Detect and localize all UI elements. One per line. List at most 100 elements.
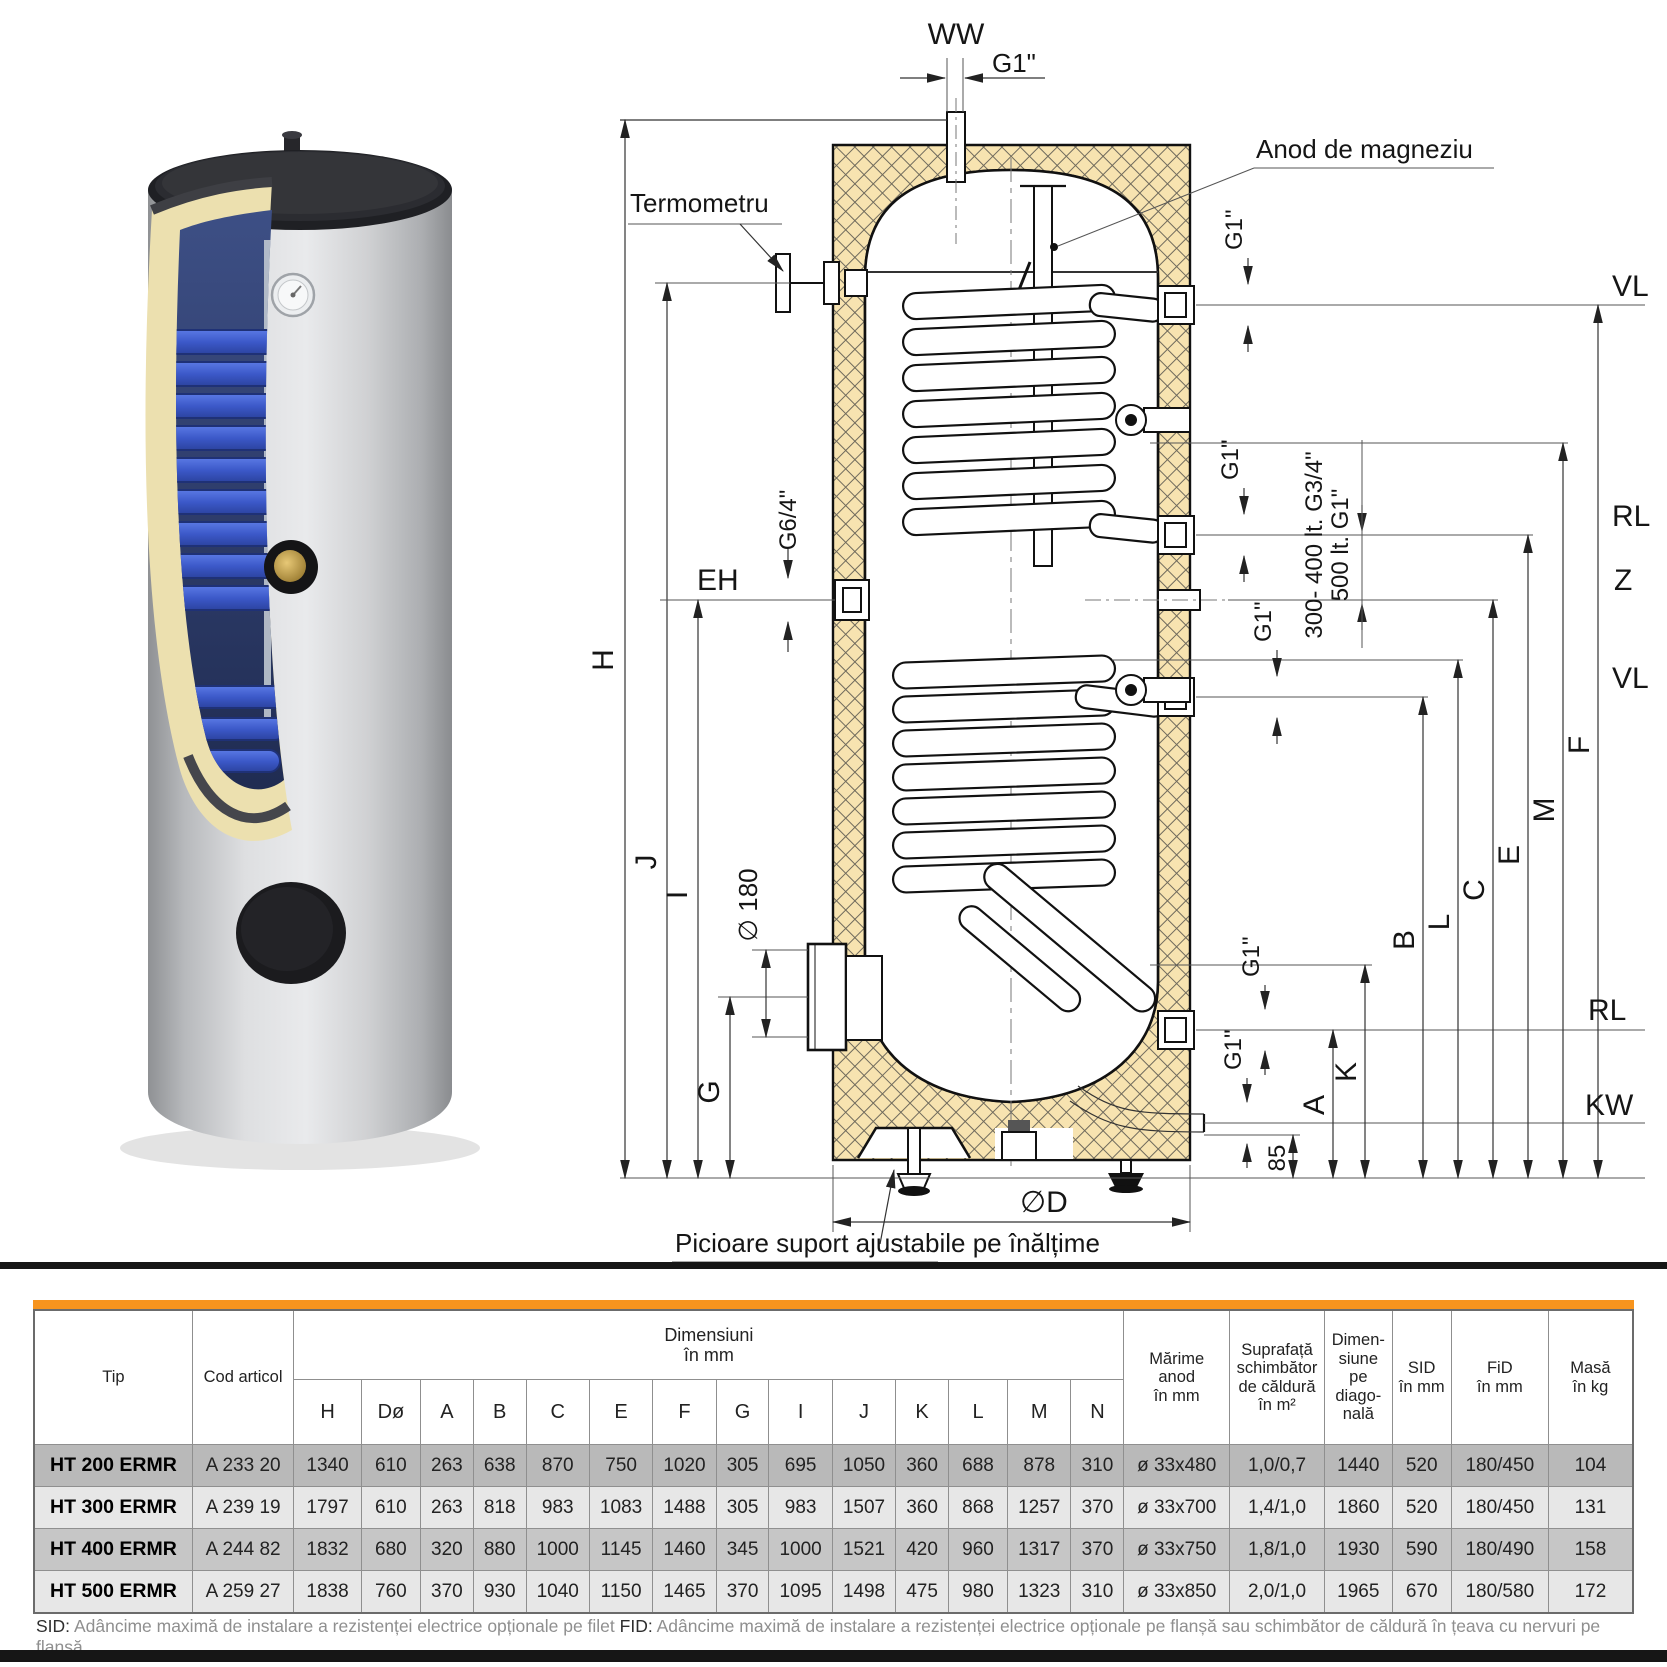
col-dim: K bbox=[895, 1379, 949, 1445]
col-suprafata: Suprafață schimbător de căldură în m² bbox=[1228, 1309, 1326, 1445]
product-photo-svg bbox=[120, 131, 480, 1170]
col-anod: Mărime anod în mm bbox=[1123, 1309, 1230, 1445]
col-dim: E bbox=[588, 1379, 654, 1445]
spec-table-head: Tip Cod articol Dimensiuni în mm Mărime … bbox=[33, 1309, 1634, 1445]
spec-cell: 1050 bbox=[831, 1444, 897, 1487]
termometru-label: Termometru bbox=[630, 188, 769, 218]
flange-dia-label: ∅ 180 bbox=[733, 868, 763, 941]
port-rl-top: RL bbox=[1612, 500, 1650, 533]
spec-cell: 960 bbox=[947, 1528, 1009, 1571]
spec-cell: 680 bbox=[360, 1528, 421, 1571]
dim-c: C bbox=[1458, 879, 1491, 901]
spec-cell: A 244 82 bbox=[191, 1528, 295, 1571]
dim-j: J bbox=[630, 855, 663, 870]
coil-elbow-lower bbox=[1115, 674, 1191, 706]
sid-text: Adâncime maximă de instalare a rezistenț… bbox=[70, 1616, 620, 1636]
spec-cell: ø 33x750 bbox=[1123, 1528, 1230, 1571]
brass-fitting bbox=[264, 540, 318, 594]
upper-coil bbox=[901, 283, 1165, 544]
col-dim: G bbox=[715, 1379, 770, 1445]
spec-cell: 878 bbox=[1007, 1444, 1072, 1487]
g1-vl-bot-label: G1" bbox=[1250, 601, 1277, 642]
anod-label: Anod de magneziu bbox=[1256, 134, 1473, 164]
spec-cell: ø 33x850 bbox=[1123, 1570, 1230, 1614]
technical-diagram-svg: WW G1" Termometru Anod de magneziu EH G6… bbox=[587, 18, 1650, 1263]
port-vl-bot: VL bbox=[1612, 662, 1649, 695]
spec-cell: 760 bbox=[360, 1570, 421, 1614]
spec-cell: 1340 bbox=[293, 1444, 362, 1487]
spec-cell: A 233 20 bbox=[191, 1444, 295, 1487]
spec-cell: 695 bbox=[768, 1444, 833, 1487]
tank-dia-label: ∅D bbox=[1020, 1186, 1068, 1219]
spec-cell: 1040 bbox=[525, 1570, 590, 1614]
spec-cell: 420 bbox=[895, 1528, 949, 1571]
col-group-dimensiuni: Dimensiuni în mm bbox=[293, 1309, 1125, 1380]
spec-cell: 1150 bbox=[588, 1570, 654, 1614]
col-dim: J bbox=[831, 1379, 897, 1445]
spec-cell: 305 bbox=[715, 1486, 770, 1529]
spec-cell: 1488 bbox=[652, 1486, 717, 1529]
g1-rl-top-label: G1" bbox=[1217, 439, 1244, 480]
spec-cell: 1020 bbox=[652, 1444, 717, 1487]
model-name: HT 500 ERMR bbox=[33, 1570, 193, 1614]
port-sockets bbox=[1069, 285, 1228, 1133]
photo-shadow bbox=[120, 1126, 480, 1170]
spec-cell: 688 bbox=[947, 1444, 1009, 1487]
spec-table: Tip Cod articol Dimensiuni în mm Mărime … bbox=[33, 1309, 1634, 1614]
spec-cell: 880 bbox=[472, 1528, 527, 1571]
port-kw: KW bbox=[1585, 1089, 1634, 1122]
spec-cell: 1317 bbox=[1007, 1528, 1072, 1571]
spec-cell: 930 bbox=[472, 1570, 527, 1614]
spec-cell: 1,0/0,7 bbox=[1228, 1444, 1326, 1487]
dim-l: L bbox=[1423, 914, 1456, 931]
spec-cell: 1083 bbox=[588, 1486, 654, 1529]
spec-cell: 180/490 bbox=[1450, 1528, 1549, 1571]
spec-cell: 980 bbox=[947, 1570, 1009, 1614]
spec-cell: 1507 bbox=[831, 1486, 897, 1529]
col-sid: SID în mm bbox=[1391, 1309, 1452, 1445]
spec-cell: 1257 bbox=[1007, 1486, 1072, 1529]
spec-cell: 520 bbox=[1391, 1444, 1452, 1487]
spec-cell: 590 bbox=[1391, 1528, 1452, 1571]
divider-bottom bbox=[0, 1650, 1667, 1662]
spec-cell: 320 bbox=[419, 1528, 474, 1571]
spec-cell: 1930 bbox=[1324, 1528, 1393, 1571]
spec-cell: 1000 bbox=[525, 1528, 590, 1571]
spec-cell: ø 33x700 bbox=[1123, 1486, 1230, 1529]
spec-cell: 1860 bbox=[1324, 1486, 1393, 1529]
col-dim: F bbox=[652, 1379, 717, 1445]
g1-top-label: G1" bbox=[992, 48, 1036, 78]
dim-i: I bbox=[661, 891, 694, 899]
dim-k: K bbox=[1330, 1062, 1363, 1082]
g1-vl-top-label: G1" bbox=[1221, 209, 1248, 250]
spec-cell: ø 33x480 bbox=[1123, 1444, 1230, 1487]
dim-85: 85 bbox=[1264, 1145, 1291, 1172]
thermometer-dial bbox=[270, 272, 316, 318]
spec-cell: 180/450 bbox=[1450, 1486, 1549, 1529]
note-500-label: 500 lt. G1" bbox=[1327, 489, 1354, 602]
spec-cell: 172 bbox=[1547, 1570, 1634, 1614]
spec-cell: 1000 bbox=[768, 1528, 833, 1571]
product-photo bbox=[60, 90, 530, 1182]
footnote: SID: Adâncime maximă de instalare a rezi… bbox=[36, 1616, 1632, 1658]
spec-cell: 1498 bbox=[831, 1570, 897, 1614]
note-300-label: 300- 400 lt. G3/4" bbox=[1301, 451, 1328, 638]
spec-cell: 263 bbox=[419, 1486, 474, 1529]
col-cod: Cod articol bbox=[191, 1309, 295, 1445]
z-port bbox=[1085, 589, 1228, 611]
coil-elbow-upper bbox=[1115, 404, 1191, 436]
spec-cell: 370 bbox=[419, 1570, 474, 1614]
col-dim: H bbox=[293, 1379, 362, 1445]
col-dim: N bbox=[1070, 1379, 1125, 1445]
spec-cell: 610 bbox=[360, 1486, 421, 1529]
col-diagonala: Dimen- siune pe diago- nală bbox=[1324, 1309, 1393, 1445]
spec-cell: 1,4/1,0 bbox=[1228, 1486, 1326, 1529]
spec-cell: 305 bbox=[715, 1444, 770, 1487]
spec-cell: 180/580 bbox=[1450, 1570, 1549, 1614]
spec-cell: 345 bbox=[715, 1528, 770, 1571]
spec-cell: 1145 bbox=[588, 1528, 654, 1571]
